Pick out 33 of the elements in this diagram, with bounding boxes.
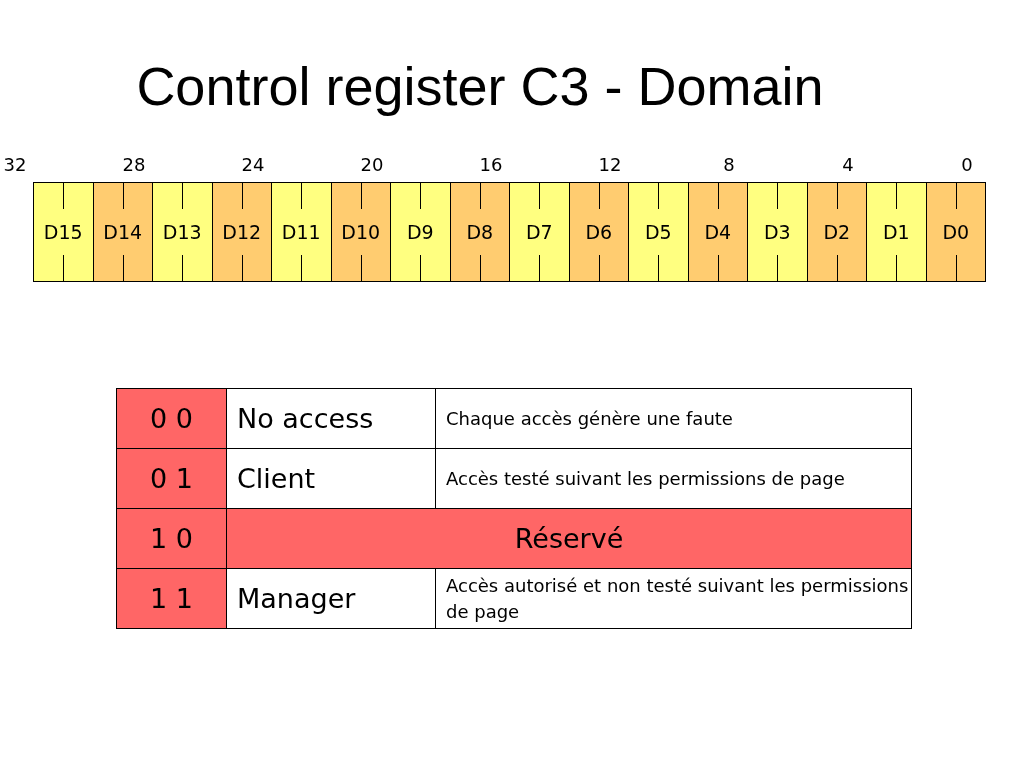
register-field: D12 (211, 182, 272, 282)
bit-number: 12 (597, 154, 623, 175)
reserved-cell: Réservé (226, 508, 912, 569)
bit-number: 8 (722, 154, 736, 175)
title: Control register C3 - Domain (135, 55, 825, 117)
register-field: D13 (152, 182, 213, 282)
bit-number: 28 (121, 154, 147, 175)
register-field: D2 (806, 182, 867, 282)
register-field: D9 (390, 182, 451, 282)
register-field: D0 (925, 182, 986, 282)
bit-number: 4 (841, 154, 855, 175)
code-cell: 0 0 (116, 388, 227, 449)
register-field: D8 (449, 182, 510, 282)
code-cell: 1 0 (116, 508, 227, 569)
register-field: D7 (509, 182, 570, 282)
register-field: D10 (330, 182, 391, 282)
bit-number: 24 (240, 154, 266, 175)
register-field: D1 (866, 182, 927, 282)
code-cell: 1 1 (116, 568, 227, 629)
bit-number: 16 (478, 154, 504, 175)
register-field: D14 (92, 182, 153, 282)
register-field: D15 (33, 182, 94, 282)
register-field: D4 (687, 182, 748, 282)
bit-number: 20 (359, 154, 385, 175)
register-field: D6 (568, 182, 629, 282)
register-field: D3 (747, 182, 808, 282)
register-field: D11 (271, 182, 332, 282)
register-field: D5 (628, 182, 689, 282)
description-cell: Accès autorisé et non testé suivant les permissions de page (435, 568, 912, 629)
bit-number: 32 (2, 154, 28, 175)
code-cell: 0 1 (116, 448, 227, 509)
description-cell: Chaque accès génère une faute (435, 388, 912, 449)
bit-number: 0 (960, 154, 974, 175)
